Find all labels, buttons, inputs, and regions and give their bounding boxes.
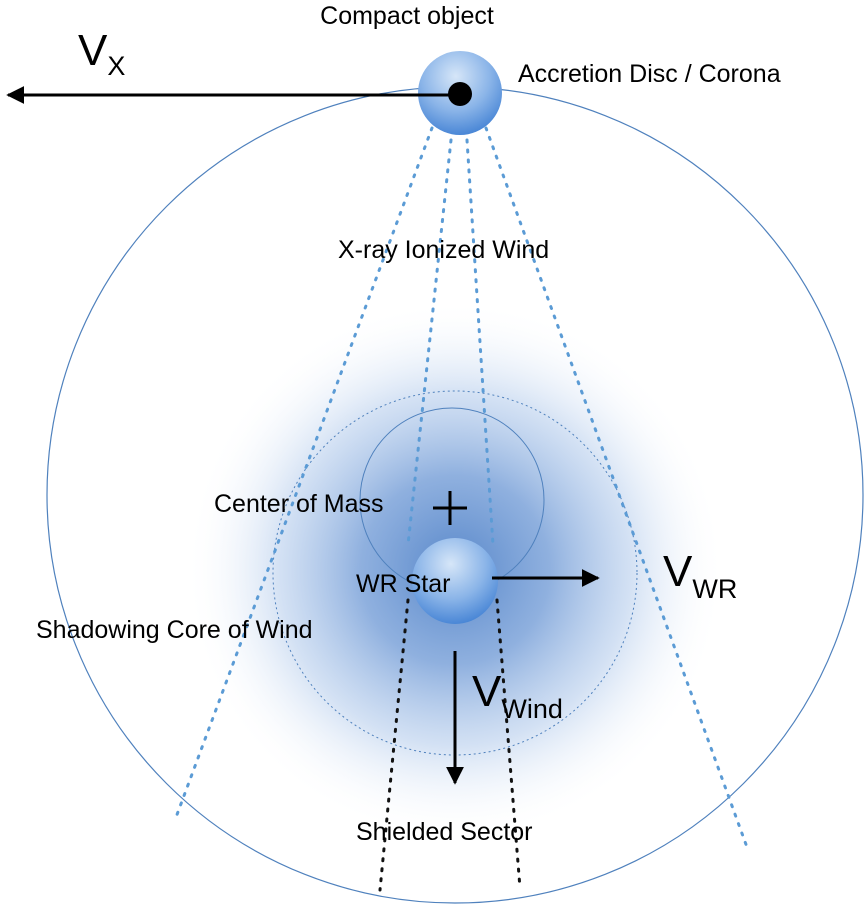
center-of-mass-label: Center of Mass bbox=[214, 490, 384, 518]
xray-ray-inner-right bbox=[465, 138, 495, 547]
wr-star-label: WR Star bbox=[356, 570, 450, 598]
vwind-label: VWind bbox=[472, 667, 563, 724]
compact-object-dot bbox=[448, 82, 472, 106]
shield-line-right bbox=[495, 598, 522, 890]
vwind-subscript: Wind bbox=[501, 694, 563, 724]
shielded-sector-lines bbox=[378, 598, 522, 892]
vwr-label: VWR bbox=[663, 547, 737, 604]
vwr-symbol: V bbox=[663, 547, 693, 596]
accretion-disc-label: Accretion Disc / Corona bbox=[518, 60, 781, 88]
xray-ray-outer-left bbox=[173, 126, 434, 822]
center-of-mass-marker bbox=[433, 491, 467, 525]
xray-rays bbox=[173, 126, 750, 852]
wr-star-body bbox=[412, 538, 498, 624]
xray-ray-outer-right bbox=[484, 126, 750, 852]
compact-object-label: Compact object bbox=[320, 2, 494, 30]
vwr-subscript: WR bbox=[692, 574, 737, 604]
vx-subscript: X bbox=[107, 51, 125, 81]
xray-wind-label: X-ray Ionized Wind bbox=[338, 236, 549, 264]
vx-symbol: V bbox=[78, 26, 108, 75]
shadowing-core-label: Shadowing Core of Wind bbox=[36, 616, 313, 644]
shielded-sector-label: Shielded Sector bbox=[356, 818, 533, 846]
vx-label: VX bbox=[78, 26, 125, 81]
vwind-symbol: V bbox=[472, 667, 502, 716]
shield-line-left bbox=[378, 598, 410, 892]
xray-ray-inner-left bbox=[406, 138, 453, 547]
